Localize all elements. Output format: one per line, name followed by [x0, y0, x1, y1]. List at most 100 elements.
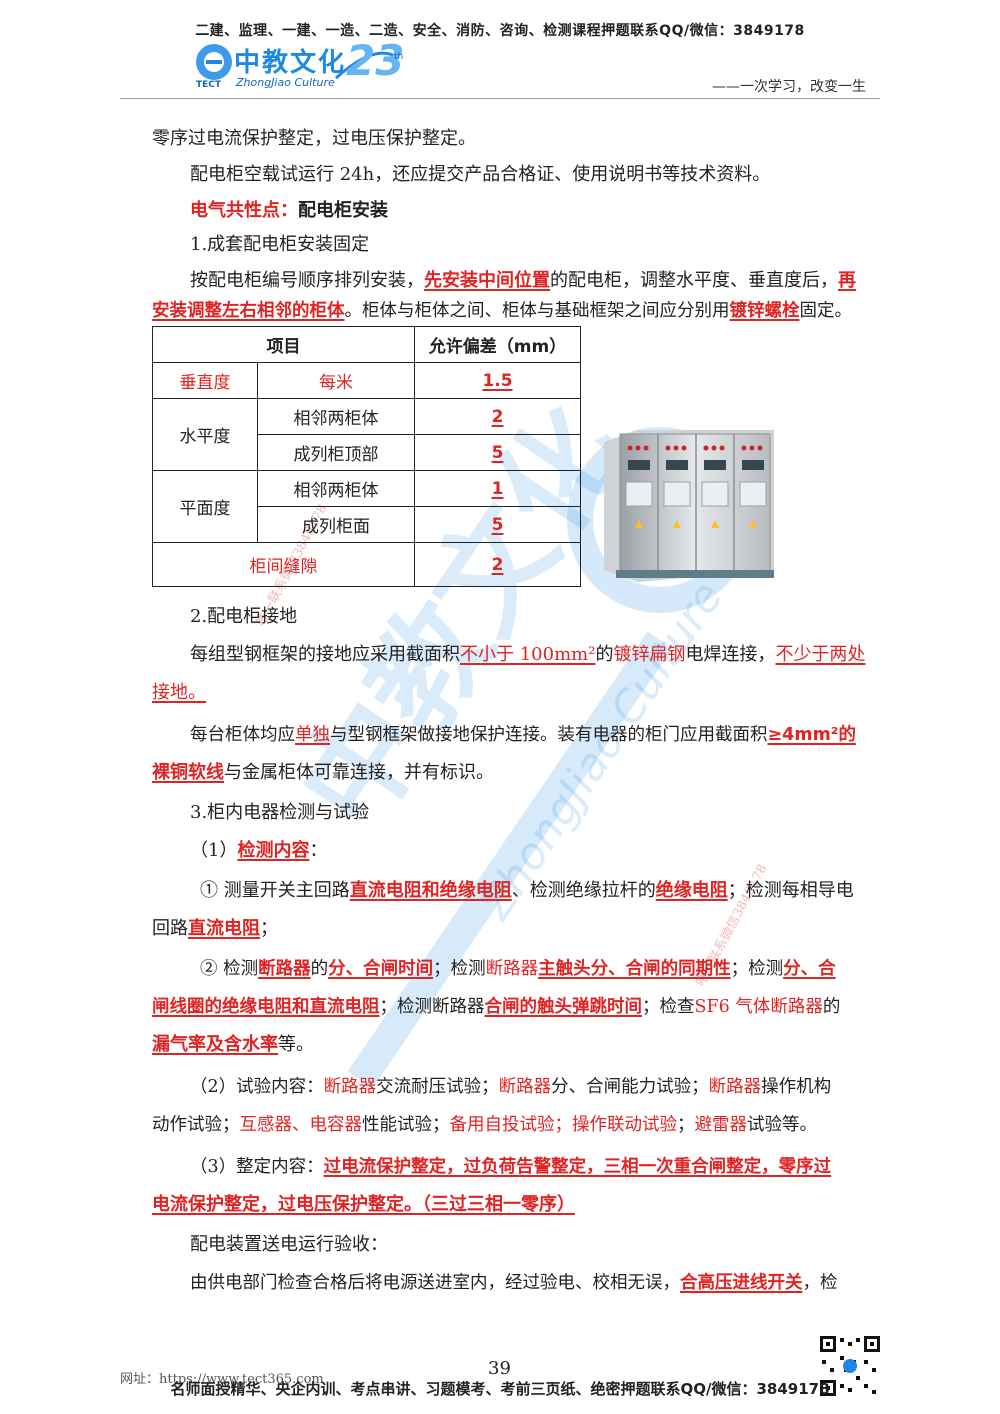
- motto: ——一次学习，改变一生: [712, 79, 866, 95]
- table-header-row: 项目 允许偏差（mm）: [152, 326, 581, 363]
- table-cell-sub: 每米: [257, 362, 415, 399]
- table-cell-value: 1.5: [414, 362, 581, 399]
- q1c: ：: [309, 840, 328, 861]
- p2b: 不小于 100mm²: [460, 644, 596, 665]
- t1g: 操作机构: [761, 1077, 832, 1097]
- p1a: 按配电柜编号顺序排列安装，: [190, 270, 424, 291]
- tolerance-table: 项目 允许偏差（mm） 垂直度 每米 1.5 水平度 相邻两柜体 2 成列柜顶部…: [152, 326, 581, 587]
- table-cell-value: 2: [414, 542, 581, 587]
- t1c: 交流耐压试验；: [376, 1077, 499, 1097]
- t1d: 断路器: [498, 1077, 552, 1097]
- r2a: ② 检测: [200, 959, 259, 979]
- heading-cabinet-install: 电气共性点：配电柜安装: [152, 192, 930, 230]
- r1f: 回路: [152, 918, 188, 939]
- t1a: （2）试验内容：: [190, 1077, 324, 1097]
- p1f: 。柜体与柜体之间、柜体与基础框架之间应分别用: [344, 301, 730, 321]
- table-row: 柜间缝隙 2: [152, 542, 581, 587]
- table-row: 成列柜顶部 5: [153, 434, 581, 471]
- r2e: ；检测: [433, 959, 486, 979]
- t2c: 电流保护整定，过电压保护整定。（三过三相一零序）: [152, 1194, 575, 1215]
- t1h: 动作试验；: [152, 1115, 240, 1135]
- check-item-1-line-1: ① 测量开关主回路直流电阻和绝缘电阻、检测绝缘拉杆的绝缘电阻；检测每相导电: [152, 872, 930, 910]
- header-divider: [120, 98, 880, 99]
- r1h: ；: [260, 918, 278, 939]
- setting-content-line-2: 电流保护整定，过电压保护整定。（三过三相一零序）: [152, 1186, 930, 1224]
- logo: TECT 中教文化 ZhongJiao Culture 23 th: [186, 36, 406, 98]
- r2f: 断路器: [485, 959, 539, 979]
- table-cell-sub: 相邻两柜体: [257, 398, 415, 435]
- acceptance-title: 配电装置送电运行验收：: [190, 1234, 388, 1255]
- p2f: 不少于两处: [775, 644, 866, 665]
- check-item-2-line-3: 漏气率及含水率等。: [152, 1026, 930, 1064]
- t1k: 备用自投试验；操作联动试验: [449, 1115, 678, 1135]
- r2i: 分、合: [783, 959, 836, 979]
- table-cell-value: 5: [414, 434, 581, 471]
- p5c: ，检: [802, 1273, 838, 1293]
- r1g: 直流电阻: [188, 918, 260, 939]
- p1d: 再: [838, 270, 856, 291]
- table-cell-sub: 成列柜面: [257, 506, 415, 543]
- r2c: 的: [310, 959, 329, 979]
- q1b: 检测内容: [237, 840, 310, 861]
- p5b: 合高压进线开关: [680, 1273, 803, 1293]
- p3b: 单独: [295, 725, 330, 745]
- check-item-1-line-2: 回路直流电阻；: [152, 910, 930, 948]
- acceptance-line: 由供电部门检查合格后将电源送进室内，经过验电、校相无误，合高压进线开关，检: [152, 1264, 930, 1302]
- table-header-item: 项目: [152, 326, 415, 363]
- r2j: 闸线圈的绝缘电阻和直流电阻: [152, 997, 380, 1017]
- table-row: 垂直度 每米 1.5: [152, 362, 581, 399]
- para-1-line-1: 按配电柜编号顺序排列安装，先安装中间位置的配电柜，调整水平度、垂直度后，再: [152, 262, 930, 300]
- section-3-title: 3.柜内电器检测与试验: [190, 802, 370, 823]
- p1e: 安装调整左右相邻的柜体: [152, 301, 345, 321]
- r2g: 主触头分、合闸的同期性: [538, 959, 731, 979]
- t2b: 过电流保护整定，过负荷告警整定，三相一次重合闸整定，零序过: [323, 1157, 832, 1177]
- table-cell-sub: 相邻两柜体: [257, 470, 415, 507]
- heading-black: 配电柜安装: [298, 200, 388, 221]
- r1a: ① 测量开关主回路: [200, 880, 350, 901]
- r2h: ；检测: [730, 959, 784, 979]
- website-link[interactable]: 网址：https://www.tect365.com: [120, 1372, 324, 1387]
- p3a: 每台柜体均应: [190, 725, 295, 745]
- p2a: 每组型钢框架的接地应采用截面积: [190, 644, 460, 665]
- p1b: 先安装中间位置: [424, 270, 550, 291]
- t1f: 断路器: [708, 1077, 762, 1097]
- r2d: 分、合闸时间: [328, 959, 434, 979]
- table-cell-item: 水平度: [152, 398, 258, 471]
- r1e: ；检测每相导电: [727, 880, 854, 901]
- t2a: （3）整定内容：: [190, 1157, 324, 1177]
- p3d: ≥4mm²的: [767, 725, 856, 745]
- check-item-2-line-2: 闸线圈的绝缘电阻和直流电阻；检测断路器合闸的触头弹跳时间；检查SF6 气体断路器…: [152, 988, 930, 1026]
- test-content-line-2: 动作试验；互感器、电容器性能试验；备用自投试验；操作联动试验；避雷器试验等。: [152, 1106, 930, 1144]
- table-cell-value: 5: [414, 506, 581, 543]
- table-cell-value: 2: [414, 398, 581, 435]
- r2n: SF6 气体断路器: [694, 997, 823, 1017]
- table-cell-value: 1: [414, 470, 581, 507]
- table-row: 成列柜面 5: [153, 506, 581, 543]
- p1g: 镀锌螺栓: [729, 301, 800, 321]
- t1l: ；: [677, 1115, 695, 1135]
- q1a: （1）: [190, 840, 238, 861]
- r2b: 断路器: [258, 959, 311, 979]
- r1c: 、检测绝缘拉杆的: [511, 880, 656, 901]
- logo-th: th: [394, 52, 404, 62]
- line-1: 零序过电流保护整定，过电压保护整定。: [152, 128, 476, 149]
- line-2: 配电柜空载试运行 24h，还应提交产品合格证、使用说明书等技术资料。: [190, 164, 771, 185]
- p3f: 与金属柜体可靠连接，并有标识。: [224, 762, 494, 783]
- r2o: 的: [822, 997, 841, 1017]
- t1m: 避雷器: [694, 1115, 748, 1135]
- table-row: 水平度 相邻两柜体 2: [152, 398, 581, 471]
- table-row: 平面度 相邻两柜体 1: [152, 470, 581, 543]
- para-3-line-1: 每台柜体均应单独与型钢框架做接地保护连接。装有电器的柜门应用截面积≥4mm²的: [152, 716, 930, 754]
- t1e: 分、合闸能力试验；: [551, 1077, 709, 1097]
- p5a: 由供电部门检查合格后将电源送进室内，经过验电、校相无误，: [190, 1273, 680, 1293]
- logo-emblem-icon: [196, 44, 399, 80]
- section-1-title: 1.成套配电柜安装固定: [190, 234, 370, 255]
- para-3-line-2: 裸铜软线与金属柜体可靠连接，并有标识。: [152, 754, 930, 792]
- para-2-line-2: 接地。: [152, 674, 930, 712]
- logo-tect: TECT: [196, 80, 222, 90]
- logo-number: 23: [346, 36, 405, 85]
- r2p: 漏气率及含水率: [152, 1034, 278, 1055]
- t1i: 互感器、电容器: [239, 1115, 363, 1135]
- switchgear-cabinet-image: [604, 430, 774, 582]
- logo-cn: 中教文化: [234, 48, 347, 78]
